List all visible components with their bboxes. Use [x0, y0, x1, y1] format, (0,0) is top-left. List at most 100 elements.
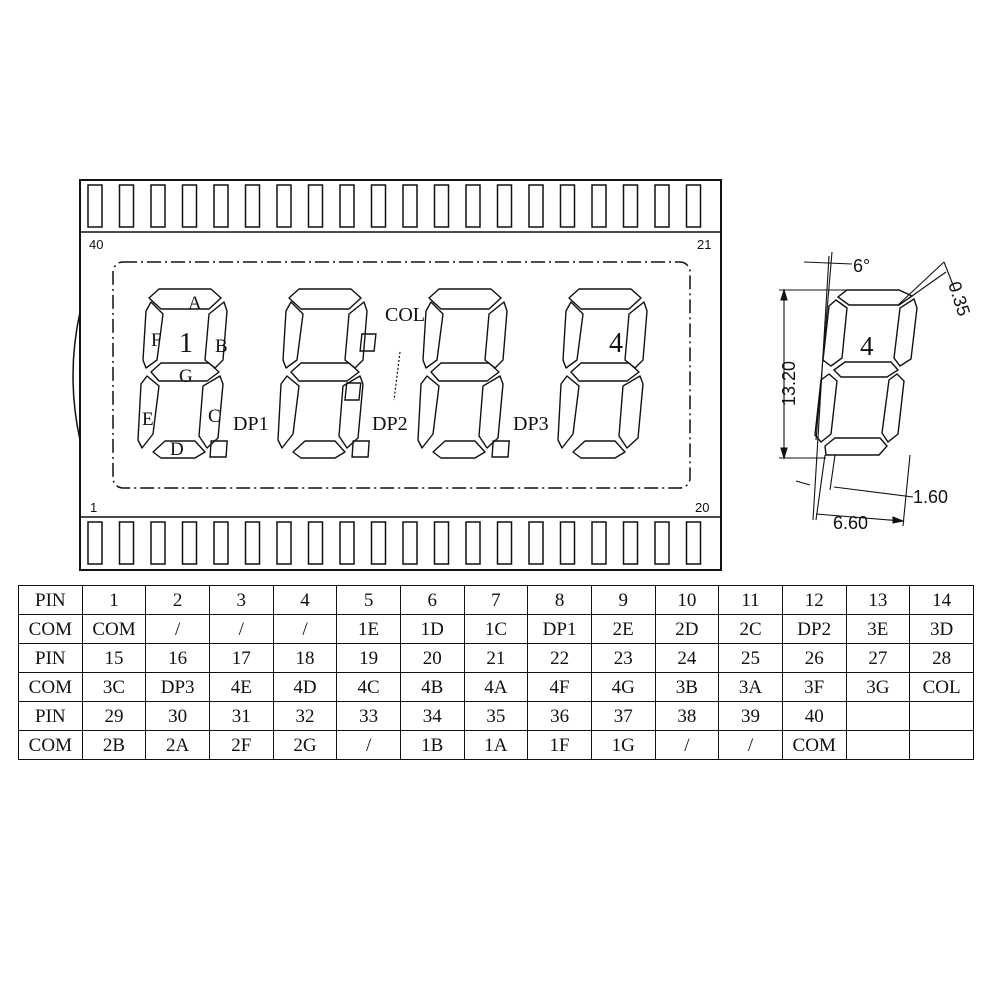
- top-pin: [685, 184, 702, 228]
- table-cell: 20: [399, 643, 465, 673]
- table-cell: 1D: [399, 614, 465, 644]
- pin-label-20: 20: [695, 500, 709, 515]
- table-cell: 2B: [81, 730, 147, 760]
- top-pin: [402, 184, 418, 228]
- digit-4-segment-d: [572, 440, 626, 459]
- table-cell: 2: [145, 585, 210, 615]
- thickness-extension: [943, 261, 956, 291]
- table-cell: 18: [272, 643, 338, 673]
- table-cell: /: [336, 730, 401, 760]
- row-header-cell: PIN: [18, 643, 83, 673]
- segment-label-d: D: [170, 439, 184, 460]
- table-cell: 3G: [845, 672, 911, 702]
- table-cell: 34: [399, 701, 465, 731]
- digit-width-line: [815, 513, 903, 522]
- bottom-pin: [402, 521, 418, 565]
- segment-label-e: E: [142, 409, 154, 430]
- bottom-pin: [150, 521, 166, 565]
- table-cell: 4A: [463, 672, 529, 702]
- table-cell: 4E: [208, 672, 274, 702]
- top-pin: [370, 184, 387, 228]
- digit-4-segment-b: [624, 301, 648, 369]
- viewing-area-outline: [112, 261, 691, 489]
- top-pin: [433, 184, 450, 228]
- table-cell: [845, 730, 911, 760]
- table-cell: 15: [81, 643, 147, 673]
- table-cell: 3B: [654, 672, 720, 702]
- top-pin: [496, 184, 513, 228]
- table-cell: 3C: [81, 672, 147, 702]
- lcd-body-outline: [79, 179, 722, 571]
- side-view-segment-g: [832, 361, 900, 378]
- segment-width-extension-a: [815, 454, 826, 521]
- bottom-pin: [591, 521, 607, 565]
- digit-1-segment-f: [142, 301, 164, 369]
- top-pin: [307, 184, 324, 228]
- table-cell: 2C: [718, 614, 783, 644]
- table-cell: 32: [272, 701, 338, 731]
- table-cell: /: [654, 730, 720, 760]
- dp3-label: DP3: [513, 413, 549, 435]
- top-pin: [339, 184, 355, 228]
- colon-dot-upper: [359, 333, 377, 352]
- table-cell: 25: [718, 643, 783, 673]
- top-pin: [559, 184, 576, 228]
- thickness-leader: [897, 261, 945, 306]
- table-cell: 3E: [845, 614, 911, 644]
- colon-dotted-line: [393, 351, 401, 401]
- segment-width-extension-b: [829, 454, 836, 491]
- pin-label-40: 40: [89, 237, 103, 252]
- segment-label-g: G: [179, 366, 193, 387]
- dp2-label: DP2: [372, 413, 408, 435]
- digit-2-segment-f: [282, 301, 304, 369]
- side-view-segment-a: [836, 289, 914, 306]
- table-cell: 3D: [909, 614, 974, 644]
- top-pin: [528, 184, 544, 228]
- digit-width-label: 6.60: [833, 513, 868, 533]
- dp3-dot: [491, 440, 510, 458]
- table-cell: /: [208, 614, 274, 644]
- digit-1-segment-c: [198, 375, 224, 449]
- table-cell: 1: [81, 585, 147, 615]
- top-pin: [276, 184, 292, 228]
- segment-label-b: B: [215, 336, 228, 357]
- side-view: [814, 289, 918, 456]
- table-cell: 4: [272, 585, 338, 615]
- side-tab: [72, 311, 81, 441]
- digit-2-segment-g: [290, 362, 360, 382]
- table-cell: 38: [654, 701, 720, 731]
- digit-2-segment-e: [277, 375, 300, 449]
- digit-3-segment-d: [432, 440, 486, 459]
- bottom-pin: [213, 521, 229, 565]
- table-cell: 19: [336, 643, 401, 673]
- table-cell: 2A: [145, 730, 210, 760]
- digit-1-segment-e: [137, 375, 160, 449]
- digit-2-segment-c: [338, 375, 364, 449]
- digit-3-segment-a: [428, 288, 502, 310]
- table-cell: 3: [208, 585, 274, 615]
- side-view-segment-d: [824, 437, 888, 456]
- digit-2-segment-a: [288, 288, 362, 310]
- table-cell: 30: [145, 701, 210, 731]
- table-cell: COL: [909, 672, 974, 702]
- segment-label-a: A: [188, 293, 202, 314]
- bottom-pin: [622, 521, 639, 565]
- table-cell: 17: [208, 643, 274, 673]
- top-pin: [118, 184, 135, 228]
- table-cell: 39: [718, 701, 783, 731]
- bottom-pin: [433, 521, 450, 565]
- side-view-segment-c: [881, 373, 905, 444]
- digit-3-segment-b: [484, 301, 508, 369]
- digit-4-segment-a: [568, 288, 642, 310]
- table-cell: 35: [463, 701, 529, 731]
- table-cell: DP2: [781, 614, 847, 644]
- digit-4-segment-c: [618, 375, 644, 449]
- table-cell: 31: [208, 701, 274, 731]
- bottom-pin: [244, 521, 261, 565]
- digit-1-segment-a: [148, 288, 222, 310]
- bottom-pin: [559, 521, 576, 565]
- segment-width-label: 1.60: [913, 487, 948, 507]
